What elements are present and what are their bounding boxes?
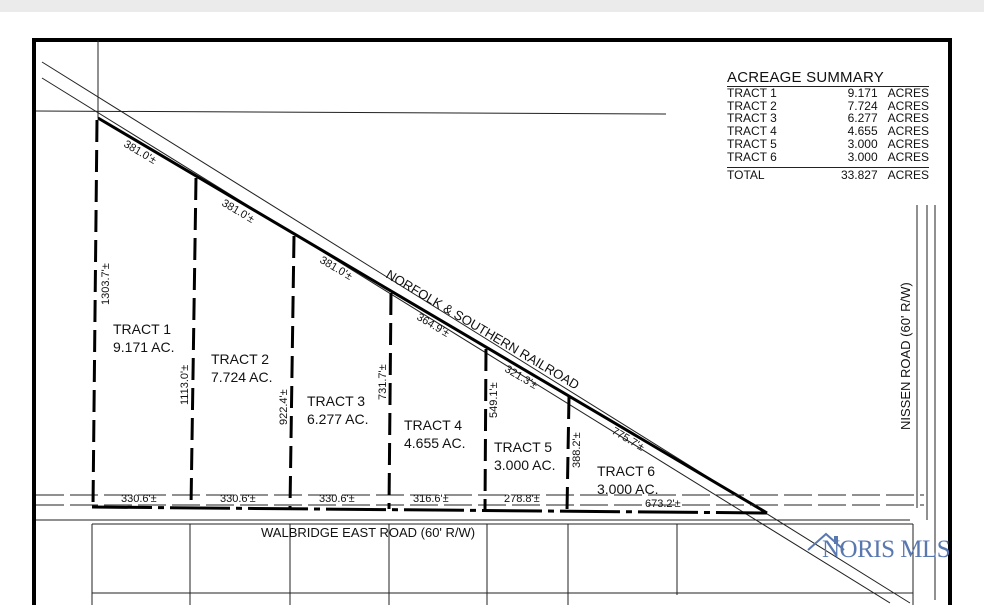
side-dim-1: 1303.7'±	[100, 263, 112, 305]
frontage-dim-5: 278.8'±	[504, 493, 540, 505]
tract-4-acres: 4.655 AC.	[404, 435, 466, 451]
tract-6-name: TRACT 6	[597, 463, 655, 479]
reference-line-h	[35, 110, 667, 115]
frontage-dim-4: 316.6'±	[413, 493, 449, 505]
tract-1-name: TRACT 1	[113, 321, 171, 337]
tract-5-name: TRACT 5	[494, 439, 552, 455]
tract-1-acres: 9.171 AC.	[113, 339, 175, 355]
side-dim-3: 922.4'±	[278, 389, 290, 425]
tract-4-name: TRACT 4	[404, 417, 462, 433]
tract-5-acres: 3.000 AC.	[494, 457, 556, 473]
frontage-dim-6: 673.2'±	[645, 498, 681, 510]
house-logo-icon	[807, 532, 845, 551]
frontage-dim-2: 330.6'±	[220, 493, 256, 505]
watermark-logo: NORIS MLS	[822, 536, 951, 563]
frontage-dim-1: 330.6'±	[121, 493, 157, 505]
railroad-line-lower	[41, 77, 891, 604]
tract-line-1	[91, 119, 99, 508]
tract-2-name: TRACT 2	[211, 351, 269, 367]
side-dim-5: 549.1'±	[488, 382, 500, 418]
side-dim-6: 388.2'±	[571, 432, 583, 468]
tract-line-2	[189, 177, 198, 508]
side-dim-2: 1113.0'±	[179, 365, 191, 405]
tract-3-name: TRACT 3	[307, 393, 365, 409]
tract-6-acres: 3.000 AC.	[597, 481, 659, 497]
top-bar	[0, 0, 984, 12]
frontage-dim-3: 330.6'±	[319, 493, 355, 505]
tract-3-acres: 6.277 AC.	[307, 411, 369, 427]
acreage-summary-title: ACREAGE SUMMARY	[727, 69, 929, 87]
frontage-boundary	[91, 505, 768, 515]
railroad-label: NORFOLK & SOUTHERN RAILROAD	[383, 267, 582, 393]
tract-line-6	[565, 396, 571, 512]
tract-line-4	[387, 292, 393, 510]
tract-line-5	[483, 348, 488, 511]
tract-line-3	[288, 235, 296, 509]
tract-2-acres: 7.724 AC.	[211, 369, 273, 385]
side-dim-4: 731.7'±	[377, 364, 389, 400]
nissen-road-label: NISSEN ROAD (60' R/W)	[898, 282, 913, 430]
walbridge-road-label: WALBRIDGE EAST ROAD (60' R/W)	[261, 525, 475, 540]
railroad-boundary	[97, 116, 768, 515]
